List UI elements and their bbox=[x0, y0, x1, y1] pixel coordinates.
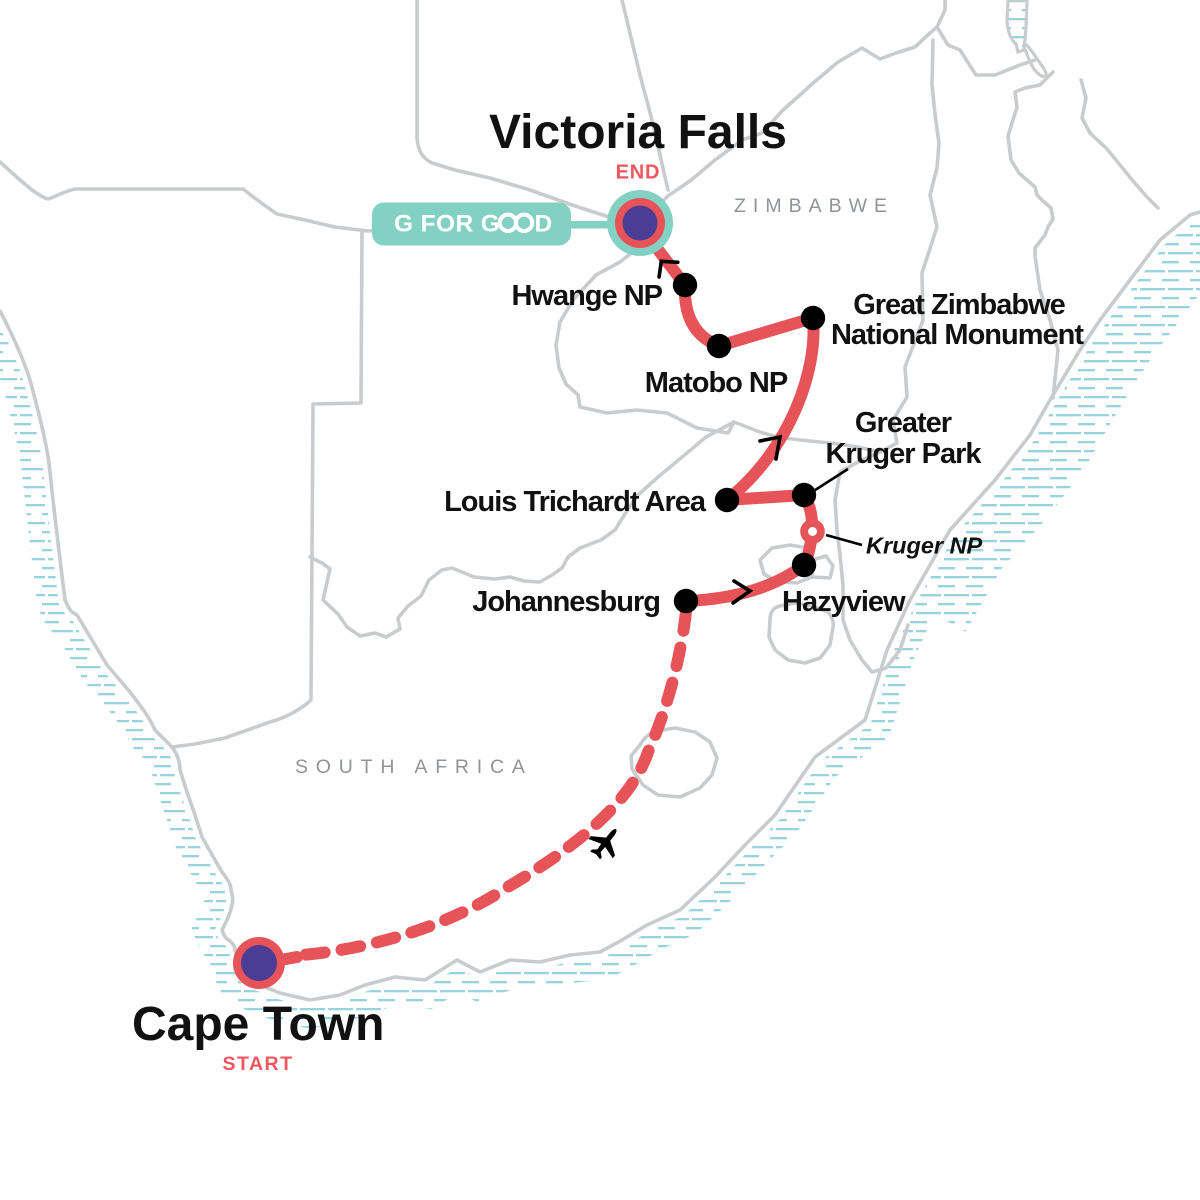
svg-text:Johannesburg: Johannesburg bbox=[472, 586, 660, 618]
svg-text:ZIMBABWE: ZIMBABWE bbox=[734, 195, 894, 217]
svg-text:Victoria Falls: Victoria Falls bbox=[489, 106, 787, 159]
svg-text:Hazyview: Hazyview bbox=[782, 586, 906, 618]
svg-text:Kruger Park: Kruger Park bbox=[825, 438, 982, 470]
svg-text:Louis Trichardt Area: Louis Trichardt Area bbox=[444, 486, 707, 518]
svg-text:START: START bbox=[222, 1053, 293, 1075]
svg-text:Greater: Greater bbox=[855, 407, 952, 439]
svg-text:Matobo NP: Matobo NP bbox=[645, 367, 788, 399]
svg-text:SOUTH AFRICA: SOUTH AFRICA bbox=[295, 756, 533, 778]
svg-text:G FOR G: G FOR G bbox=[394, 211, 500, 238]
svg-text:Hwange NP: Hwange NP bbox=[511, 280, 662, 312]
svg-text:Kruger NP: Kruger NP bbox=[866, 533, 983, 559]
svg-text:END: END bbox=[616, 162, 661, 184]
svg-text:Cape Town: Cape Town bbox=[132, 998, 384, 1051]
svg-text:Great Zimbabwe: Great Zimbabwe bbox=[853, 289, 1065, 321]
svg-text:D: D bbox=[535, 211, 553, 238]
svg-text:National Monument: National Monument bbox=[831, 319, 1084, 351]
